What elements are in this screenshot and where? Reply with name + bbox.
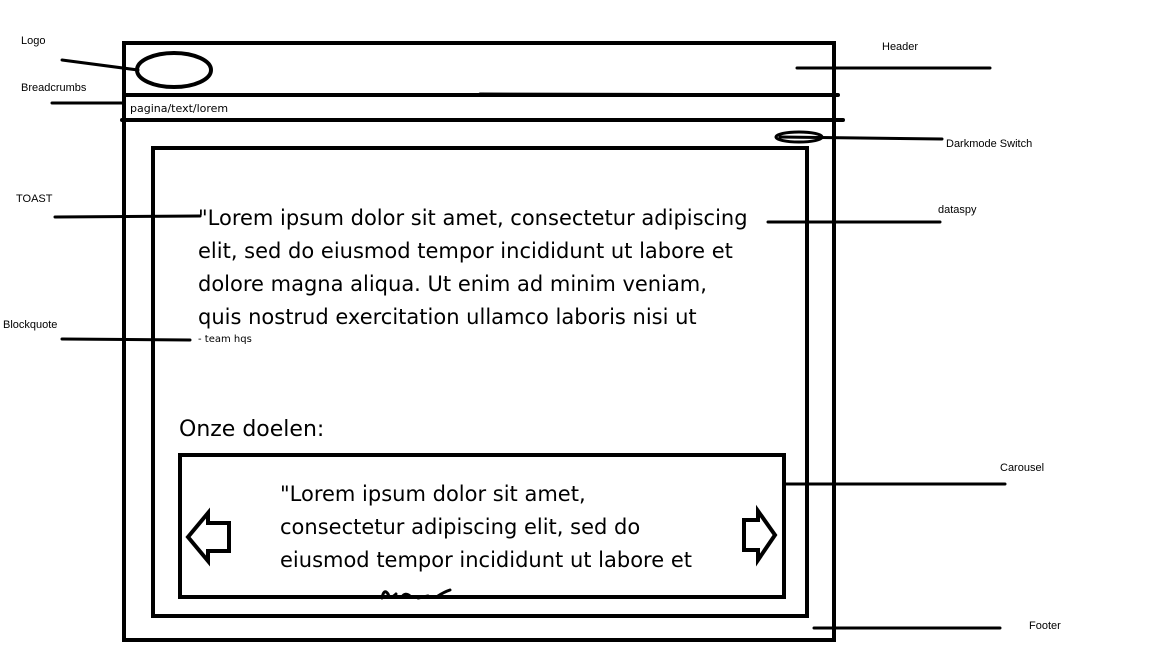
- carousel-slide-text: "Lorem ipsum dolor sit amet, consectetur…: [280, 478, 692, 577]
- blockquote-line: quis nostrud exercitation ullamco labori…: [198, 305, 697, 329]
- right-arrow-icon[interactable]: [742, 504, 778, 567]
- carousel-line: eiusmod tempor incididunt ut labore et: [280, 548, 692, 572]
- label-blockquote: Blockquote: [3, 319, 58, 331]
- toast-pointer: [53, 214, 202, 219]
- logo-pointer: [60, 58, 140, 72]
- blockquote-line: "Lorem ipsum dolor sit amet, consectetur…: [198, 206, 748, 230]
- carousel-indicators: [380, 588, 452, 600]
- blockquote-line: dolore magna aliqua. Ut enim ad minim ve…: [198, 272, 707, 296]
- blockquote-pointer: [60, 337, 192, 342]
- label-breadcrumbs: Breadcrumbs: [21, 82, 87, 94]
- darkmode-pointer: [778, 135, 944, 141]
- label-carousel: Carousel: [1000, 462, 1045, 474]
- main-content-box: [151, 146, 809, 618]
- label-toast: TOAST: [16, 193, 53, 205]
- carousel-line: "Lorem ipsum dolor sit amet,: [280, 482, 586, 506]
- carousel-box: [178, 453, 786, 599]
- page-frame: [122, 41, 836, 642]
- label-header: Header: [882, 41, 919, 53]
- left-arrow-icon[interactable]: [185, 507, 231, 567]
- label-logo: Logo: [21, 35, 46, 47]
- carousel-line: consectetur adipiscing elit, sed do: [280, 515, 641, 539]
- blockquote-text: "Lorem ipsum dolor sit amet, consectetur…: [198, 202, 748, 334]
- label-dataspy: dataspy: [938, 204, 977, 216]
- label-footer: Footer: [1029, 620, 1061, 632]
- blockquote-line: elit, sed do eiusmod tempor incididunt u…: [198, 239, 733, 263]
- label-darkmode-switch: Darkmode Switch: [946, 138, 1033, 150]
- breadcrumb[interactable]: pagina/text/lorem: [130, 102, 229, 115]
- logo-shape[interactable]: [135, 51, 213, 89]
- quote-attribution: - team hqs: [198, 334, 252, 345]
- goals-heading: Onze doelen:: [179, 417, 325, 442]
- header-divider-pointer: [478, 92, 840, 97]
